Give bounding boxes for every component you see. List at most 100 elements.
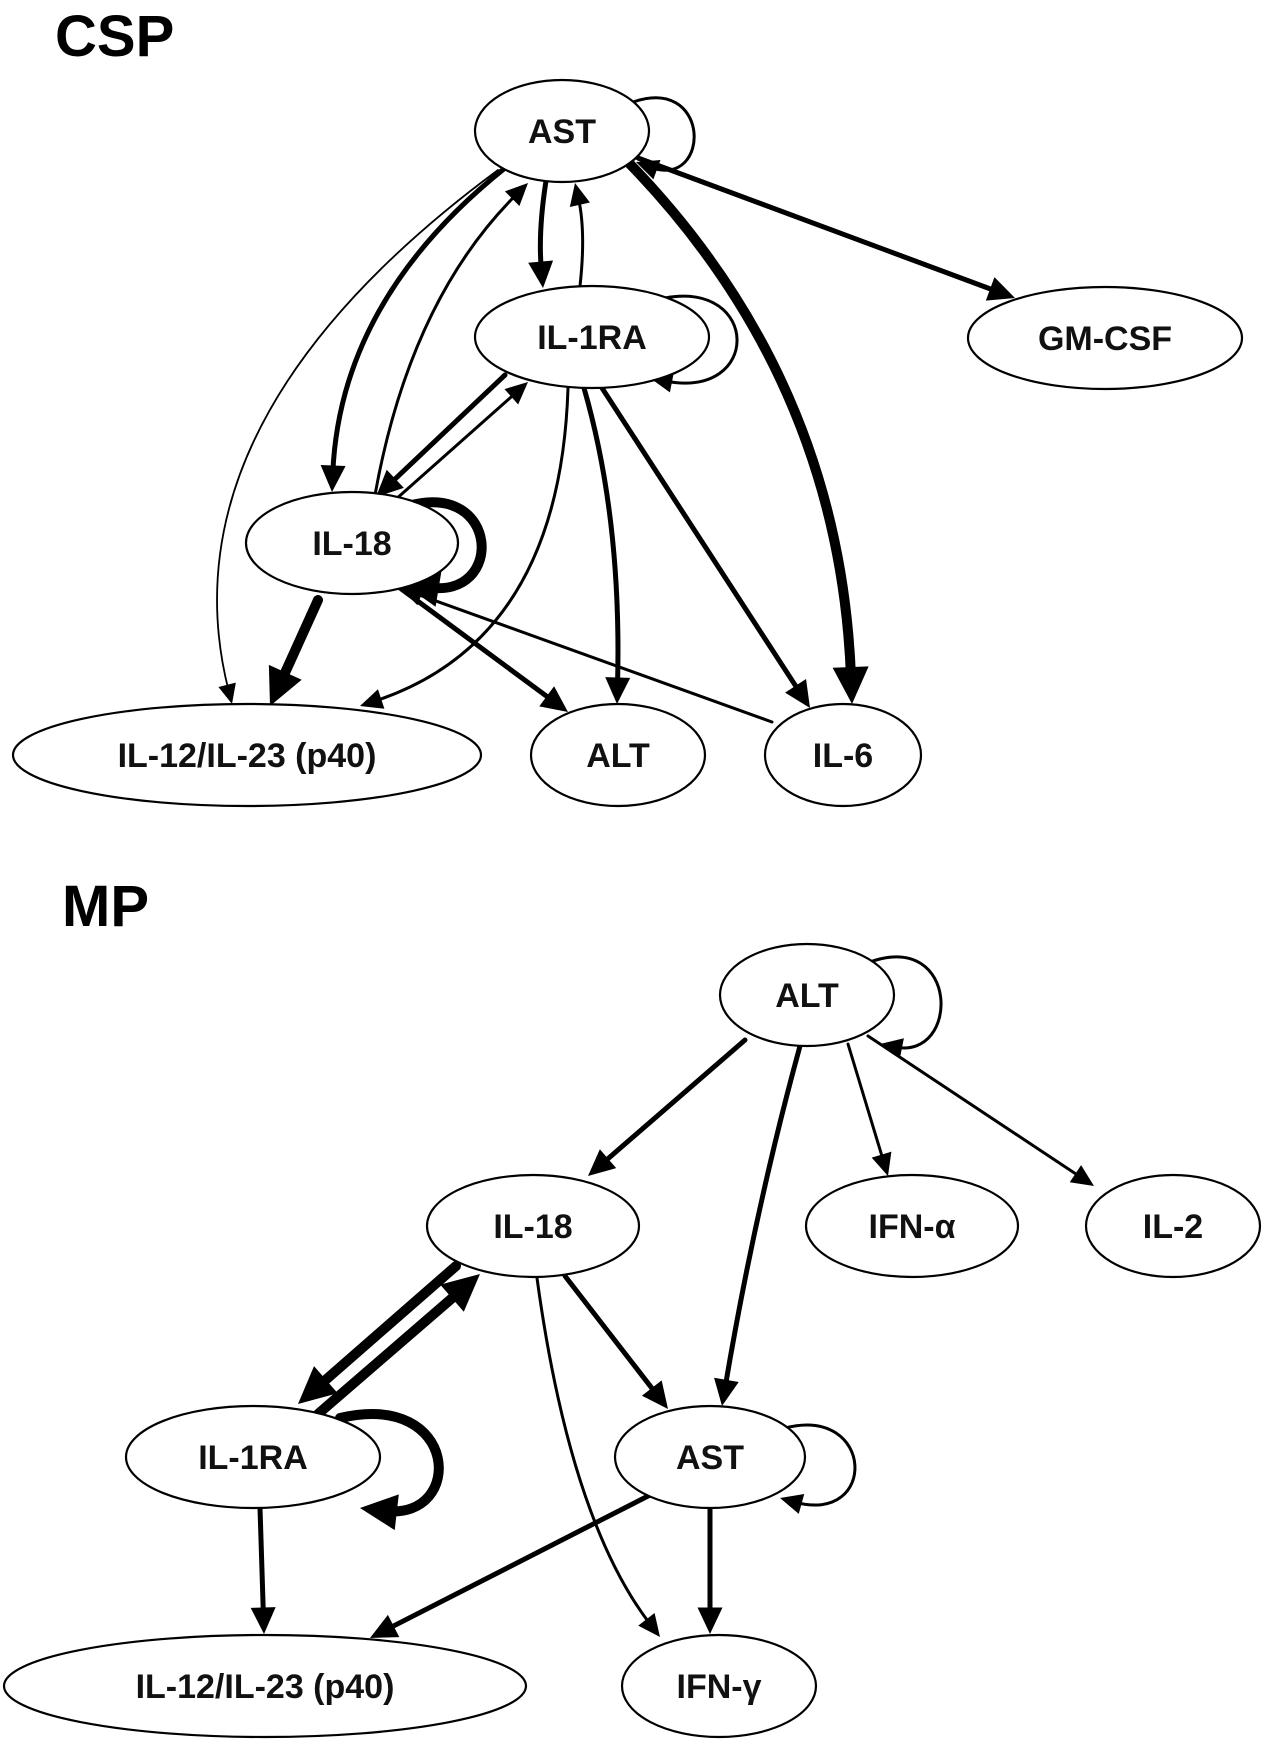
node-mp-il18: IL-18 [425,1173,641,1279]
node-csp-p40: IL-12/IL-23 (p40) [11,702,483,808]
arrowhead-self-loop-mp-il1ra [360,1494,399,1531]
node-label-csp-p40: IL-12/IL-23 (p40) [118,737,377,775]
edge-csp-ast-to-il1ra [537,178,549,273]
arrowhead-mp-alt-to-ast [714,1377,739,1406]
node-csp-il6: IL-6 [763,702,923,808]
edge-mp-il18-to-ast [562,1273,660,1397]
panel-title-csp: CSP [55,4,175,69]
node-mp-alt: ALT [718,942,896,1048]
edge-csp-il1ra-to-ast [576,196,585,288]
node-mp-ifng: IFN-γ [620,1633,818,1739]
edge-csp-il6-to-il18 [413,591,774,724]
edge-csp-il18-to-il1ra [393,390,518,502]
node-label-mp-il18: IL-18 [493,1208,572,1246]
edge-mp-alt-to-il2 [866,1034,1083,1179]
edges-layer [216,96,1094,1638]
edge-csp-il1ra-to-il6 [599,385,803,695]
node-mp-il2: IL-2 [1084,1173,1262,1279]
node-ellipse-mp-alt [718,942,896,1048]
node-label-mp-alt: ALT [775,977,839,1015]
self-loop-csp-il18 [403,497,487,594]
edge-mp-alt-to-ifna [846,1042,885,1163]
self-loop-mp-ast [783,1423,857,1507]
arrowhead-csp-il18-to-alt [539,686,568,712]
node-label-csp-gmcsf: GM-CSF [1038,320,1172,358]
arrowhead-mp-il18-to-il1ra [298,1366,338,1404]
edge-mp-alt-to-ast [722,1043,803,1391]
node-label-csp-ast: AST [528,113,596,151]
edge-csp-ast-to-gmcsf [635,155,1001,295]
arrowhead-mp-alt-to-ifna [871,1151,892,1176]
arrowhead-mp-il1ra-to-il18 [440,1274,480,1312]
arrowhead-csp-ast-to-il6 [832,666,869,704]
arrowhead-csp-ast-to-gmcsf [985,277,1015,301]
arrowhead-csp-il18-to-ast [504,183,528,207]
node-label-csp-il18: IL-18 [312,525,391,563]
arrowhead-csp-ast-to-il18 [320,465,346,492]
arrowhead-mp-ast-to-ifng [697,1607,723,1634]
node-label-csp-alt: ALT [586,737,650,775]
arrowhead-csp-il6-to-il18 [400,585,425,606]
node-label-mp-il1ra: IL-1RA [198,1439,308,1477]
arrowhead-csp-il1ra-to-alt [605,677,631,704]
node-ellipse-mp-ast [613,1404,807,1510]
node-ellipse-csp-alt [529,702,707,808]
arrowhead-mp-alt-to-il2 [1069,1165,1094,1186]
self-loop-mp-alt [868,955,943,1050]
node-ellipse-csp-il18 [244,490,460,596]
arrowhead-mp-ast-to-p40 [370,1614,400,1638]
edge-csp-il1ra-to-p40 [373,386,570,703]
node-mp-il1ra: IL-1RA [124,1404,382,1510]
arrowhead-self-loop-mp-ast [780,1493,805,1514]
edge-mp-il1ra-to-p40 [257,1505,266,1618]
node-mp-ifna: IFN-α [804,1173,1020,1279]
panel-title-mp: MP [62,874,149,939]
node-ellipse-csp-il6 [763,702,923,808]
node-csp-gmcsf: GM-CSF [966,285,1244,391]
node-csp-alt: ALT [529,702,707,808]
node-csp-il18: IL-18 [244,490,460,596]
node-label-mp-ifng: IFN-γ [677,1668,762,1706]
node-ellipse-csp-p40 [11,702,483,808]
node-ellipse-csp-gmcsf [966,285,1244,391]
self-loop-csp-il1ra [663,294,739,385]
edge-csp-ast-to-il18 [330,165,508,476]
arrowhead-csp-ast-to-il1ra [528,260,554,288]
edge-csp-il18-to-p40 [275,595,323,688]
node-label-csp-il1ra: IL-1RA [537,319,647,357]
node-label-mp-il2: IL-2 [1143,1208,1203,1246]
node-ellipse-mp-ifna [804,1173,1020,1279]
node-ellipse-mp-il18 [425,1173,641,1279]
arrowhead-csp-il1ra-to-il18 [376,469,404,497]
node-mp-p40: IL-12/IL-23 (p40) [2,1633,528,1739]
edge-mp-il18-to-il1ra [312,1261,461,1392]
node-mp-ast: AST [613,1404,807,1510]
node-ellipse-mp-p40 [2,1633,528,1739]
node-ellipse-mp-il1ra [124,1404,382,1510]
node-ellipse-csp-il1ra [473,284,711,390]
arrowhead-mp-il1ra-to-p40 [250,1607,276,1634]
edge-mp-ast-to-p40 [384,1492,653,1633]
arrowhead-mp-il18-to-ifng [638,1613,660,1637]
edge-csp-ast-to-p40 [216,169,499,692]
edge-csp-il1ra-to-alt [581,385,621,688]
arrowhead-csp-il1ra-to-ast [569,183,590,208]
edge-csp-il18-to-ast [373,192,519,497]
arrowhead-mp-il18-to-ast [641,1380,668,1409]
node-ellipse-mp-il2 [1084,1173,1262,1279]
node-label-mp-ifna: IFN-α [869,1208,956,1246]
self-loop-mp-il1ra [335,1409,444,1517]
arrowhead-mp-alt-to-il18 [588,1149,617,1176]
node-label-mp-ast: AST [676,1439,744,1477]
node-label-csp-il6: IL-6 [813,737,873,775]
arrowhead-csp-il18-to-p40 [268,664,302,706]
edge-csp-il18-to-alt [397,585,556,704]
node-csp-ast: AST [473,78,651,184]
edge-mp-alt-to-il18 [599,1037,748,1167]
edge-csp-ast-to-il6 [623,157,857,684]
arrowhead-csp-il1ra-to-p40 [360,689,385,709]
arrowhead-csp-il18-to-il1ra [504,382,528,405]
node-ellipse-mp-ifng [620,1633,818,1739]
node-csp-il1ra: IL-1RA [473,284,711,390]
